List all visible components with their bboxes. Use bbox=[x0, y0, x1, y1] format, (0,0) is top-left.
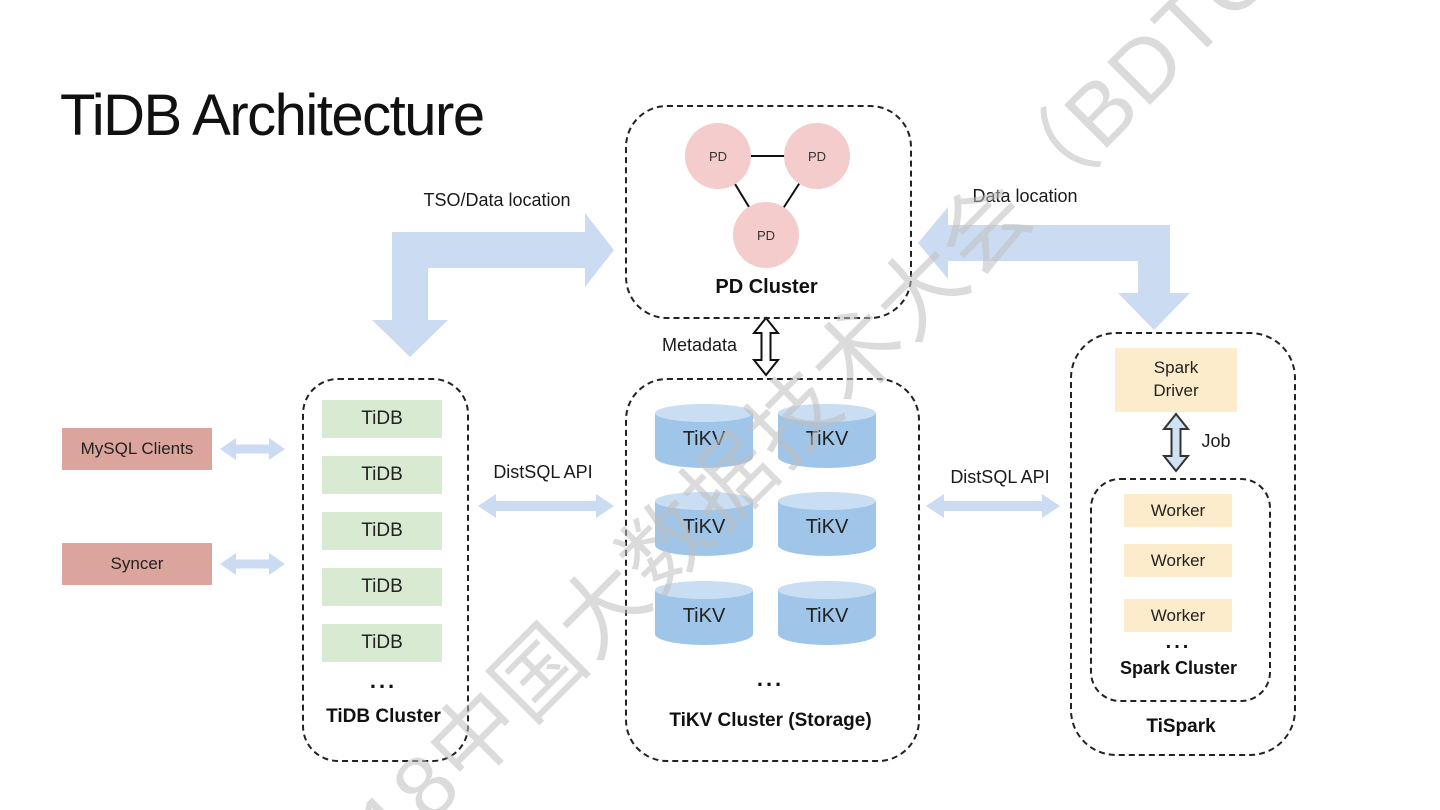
spark-cluster-ellipsis: ... bbox=[1165, 631, 1192, 653]
data-location-arrow bbox=[918, 207, 1190, 330]
tikv-node-label: TiKV bbox=[805, 516, 849, 538]
tikv-node: TiKV bbox=[655, 404, 753, 468]
mysql-clients-node: MySQL Clients bbox=[62, 428, 212, 470]
cylinder-body bbox=[655, 501, 753, 556]
job-arrow bbox=[1161, 412, 1191, 473]
cylinder-body bbox=[655, 413, 753, 468]
data-location-label: Data location bbox=[972, 186, 1078, 206]
pd-cluster-box bbox=[625, 105, 912, 319]
tidb-node: TiDB bbox=[322, 400, 442, 438]
tispark-box bbox=[1070, 332, 1296, 756]
cylinder-body bbox=[778, 413, 876, 468]
spark-cluster-title: Spark Cluster bbox=[1119, 658, 1238, 678]
pd-node-label: PD bbox=[708, 148, 728, 164]
cylinder-body bbox=[778, 590, 876, 645]
tikv-node: TiKV bbox=[778, 404, 876, 468]
syncer-node: Syncer bbox=[62, 543, 212, 585]
tikv-node: TiKV bbox=[778, 492, 876, 556]
tikv-node-label: TiKV bbox=[805, 428, 849, 450]
spark-driver-label-line2: Driver bbox=[1153, 381, 1199, 400]
cylinder-body bbox=[778, 501, 876, 556]
distsql-api-right-label: DistSQL API bbox=[950, 467, 1050, 487]
job-label: Job bbox=[1201, 431, 1231, 451]
distsql-api-left-label: DistSQL API bbox=[493, 462, 593, 482]
distsql-api-right-arrow bbox=[926, 494, 1060, 518]
tikv-node-label: TiKV bbox=[805, 605, 849, 627]
tikv-node: TiKV bbox=[655, 581, 753, 645]
tidb-node: TiDB bbox=[322, 568, 442, 606]
spark-cluster-box bbox=[1090, 478, 1271, 702]
tso-data-location-arrow bbox=[372, 213, 614, 357]
tikv-node-label: TiKV bbox=[682, 516, 726, 538]
page-title: TiDB Architecture bbox=[60, 83, 485, 148]
cylinder-top bbox=[655, 404, 753, 422]
cylinder-top bbox=[778, 492, 876, 510]
tidb-cluster-box bbox=[302, 378, 469, 762]
cylinder-body bbox=[655, 590, 753, 645]
mysql-clients-arrow bbox=[220, 438, 285, 460]
pd-node-label: PD bbox=[756, 227, 776, 243]
distsql-api-left-arrow bbox=[478, 494, 614, 518]
pd-node: PD bbox=[733, 202, 799, 268]
cylinder-top bbox=[655, 581, 753, 599]
worker-node: Worker bbox=[1124, 599, 1232, 632]
tikv-node: TiKV bbox=[778, 581, 876, 645]
spark-driver-label-line1: Spark bbox=[1153, 358, 1199, 378]
tispark-title: TiSpark bbox=[1146, 716, 1216, 737]
pd-node: PD bbox=[685, 123, 751, 189]
tikv-cluster-title: TiKV Cluster (Storage) bbox=[669, 710, 872, 731]
spark-driver-node: Spark Driver bbox=[1115, 348, 1237, 412]
pd-node: PD bbox=[784, 123, 850, 189]
tidb-node: TiDB bbox=[322, 512, 442, 550]
tikv-cluster-box bbox=[625, 378, 920, 762]
tikv-node-label: TiKV bbox=[682, 428, 726, 450]
worker-node: Worker bbox=[1124, 544, 1232, 577]
cylinder-top bbox=[655, 492, 753, 510]
cylinder-top bbox=[778, 581, 876, 599]
pd-node-label: PD bbox=[807, 148, 827, 164]
syncer-arrow bbox=[220, 553, 285, 575]
tso-data-location-label: TSO/Data location bbox=[423, 190, 571, 210]
tikv-ellipsis: ... bbox=[756, 666, 785, 691]
cylinder-top bbox=[778, 404, 876, 422]
tikv-node: TiKV bbox=[655, 492, 753, 556]
pd-cluster-title: PD Cluster bbox=[715, 276, 818, 298]
tidb-ellipsis: ... bbox=[369, 668, 398, 693]
metadata-label: Metadata bbox=[661, 335, 738, 355]
tidb-node: TiDB bbox=[322, 624, 442, 662]
tikv-node-label: TiKV bbox=[682, 605, 726, 627]
tidb-cluster-title: TiDB Cluster bbox=[326, 706, 441, 727]
tidb-node: TiDB bbox=[322, 456, 442, 494]
metadata-arrow bbox=[751, 316, 781, 377]
worker-node: Worker bbox=[1124, 494, 1232, 527]
